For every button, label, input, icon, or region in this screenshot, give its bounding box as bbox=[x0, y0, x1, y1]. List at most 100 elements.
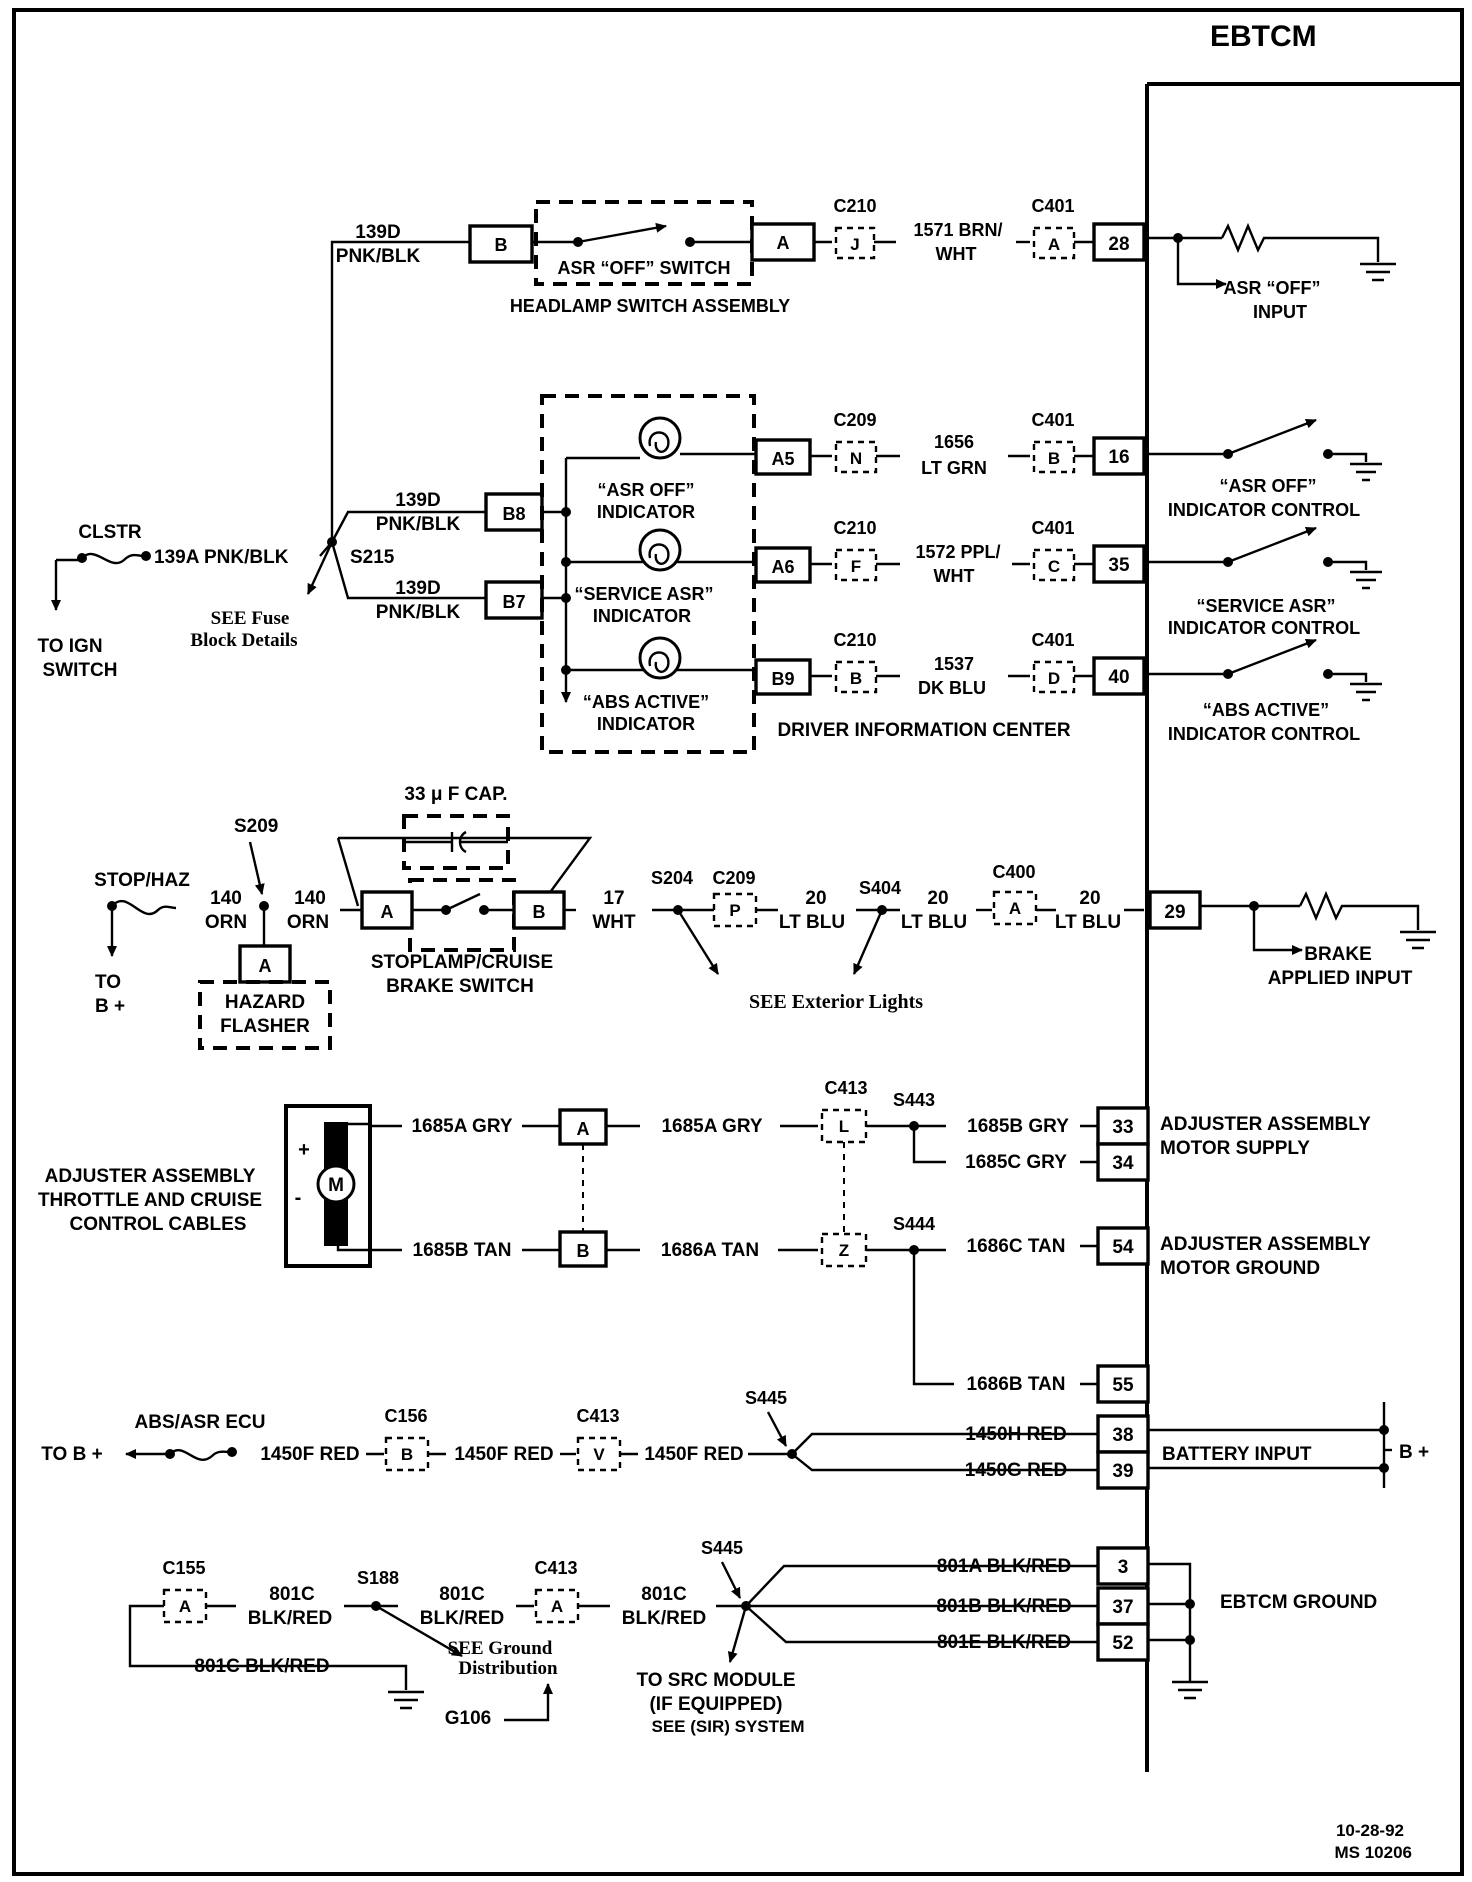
ind1-l2: INDICATOR bbox=[597, 502, 695, 522]
wire-1537-num: 1537 bbox=[934, 654, 974, 674]
ebtcm-module-outline bbox=[1145, 82, 1460, 1772]
c210-pin-b: B bbox=[850, 669, 862, 688]
s209-label: S209 bbox=[234, 816, 278, 837]
c210-label-2: C210 bbox=[833, 518, 876, 538]
connector-a6-label: A6 bbox=[771, 557, 794, 577]
wire-801e: 801E BLK/RED bbox=[937, 1632, 1071, 1653]
footer-date: 10-28-92 bbox=[1336, 1821, 1404, 1840]
connector-b7-label: B7 bbox=[502, 592, 525, 612]
c155-pin: A bbox=[179, 1597, 191, 1616]
clstr-section: CLSTR 139A PNK/BLK S215 SEE Fuse Block D… bbox=[37, 510, 486, 681]
c210-pin: J bbox=[850, 235, 859, 254]
clstr-label: CLSTR bbox=[78, 522, 142, 543]
abs-active-lamp-icon bbox=[638, 636, 682, 680]
c156-label: C156 bbox=[384, 1406, 427, 1426]
wire-139a-label: 139A PNK/BLK bbox=[154, 547, 289, 568]
w140b-num: 140 bbox=[294, 888, 326, 909]
c400-label: C400 bbox=[992, 862, 1035, 882]
motor-letter: M bbox=[328, 1175, 344, 1196]
w801c-2-num: 801C bbox=[439, 1584, 485, 1605]
w20a-color: LT BLU bbox=[779, 912, 845, 933]
s444-label: S444 bbox=[893, 1214, 935, 1234]
wire-1686b-tan: 1686B TAN bbox=[967, 1374, 1066, 1395]
pin-29 bbox=[1148, 890, 1202, 930]
ctl1-l2: INDICATOR CONTROL bbox=[1168, 500, 1360, 520]
wire-1572-color: WHT bbox=[934, 566, 975, 586]
connector-b7 bbox=[484, 580, 544, 620]
pin-55 bbox=[1096, 1364, 1150, 1404]
connector-a-label: A bbox=[777, 233, 790, 253]
service-asr-lamp-icon bbox=[638, 528, 682, 572]
g106-label: G106 bbox=[445, 1708, 491, 1729]
pin-28 bbox=[1092, 222, 1146, 262]
flasher-l1: HAZARD bbox=[225, 992, 305, 1013]
c210-pin-f: F bbox=[851, 557, 861, 576]
wire-1685a-gry-left: 1685A GRY bbox=[411, 1116, 512, 1137]
brake-conn-b-label: B bbox=[533, 902, 546, 922]
ground-section: C155 A 801C BLK/RED S188 801C BLK/RED C4… bbox=[128, 1538, 1377, 1736]
wire-1656-color: LT GRN bbox=[921, 458, 987, 478]
c401-label-2: C401 bbox=[1031, 410, 1074, 430]
c401-label-4: C401 bbox=[1031, 630, 1074, 650]
see-fuse-l1: SEE Fuse bbox=[211, 608, 290, 629]
connector-a bbox=[750, 222, 816, 262]
c413-label: C413 bbox=[824, 1078, 867, 1098]
pin-35 bbox=[1092, 544, 1146, 584]
connector-b8-label: B8 bbox=[502, 504, 525, 524]
c209-brake-label: C209 bbox=[712, 868, 755, 888]
ind2-l2: INDICATOR bbox=[593, 606, 691, 626]
asr-off-switch-label: ASR “OFF” SWITCH bbox=[558, 258, 731, 278]
pin-29-label: 29 bbox=[1164, 902, 1185, 923]
pin-34 bbox=[1096, 1142, 1150, 1182]
ind2-l1: “SERVICE ASR” bbox=[574, 584, 713, 604]
pin-3-label: 3 bbox=[1118, 1557, 1129, 1578]
s445-label-battery: S445 bbox=[745, 1388, 787, 1408]
wire-1450f-2: 1450F RED bbox=[454, 1444, 553, 1465]
battery-input-label: BATTERY INPUT bbox=[1162, 1444, 1312, 1465]
pin-52-label: 52 bbox=[1112, 1633, 1133, 1654]
adjuster-section: ADJUSTER ASSEMBLY THROTTLE AND CRUISE CO… bbox=[38, 1078, 1371, 1404]
w20b-num: 20 bbox=[927, 888, 948, 909]
brake-section: 33 μ F CAP. S209 STOP/HAZ TO B + 140 ORN… bbox=[94, 784, 1436, 1050]
wire-1686c-tan: 1686C TAN bbox=[967, 1236, 1066, 1257]
w140b-color: ORN bbox=[287, 912, 329, 933]
b8-wire-color: PNK/BLK bbox=[376, 514, 461, 535]
w20b-color: LT BLU bbox=[901, 912, 967, 933]
wire-801c-bottom: 801C BLK/RED bbox=[194, 1656, 329, 1677]
c401-pin: A bbox=[1048, 235, 1060, 254]
wire-1450h: 1450H RED bbox=[965, 1424, 1066, 1445]
asr-off-lamp-icon bbox=[638, 416, 682, 460]
ebtcm-ground-label: EBTCM GROUND bbox=[1220, 1592, 1377, 1613]
brake-input-l2: APPLIED INPUT bbox=[1268, 968, 1413, 989]
c401-label: C401 bbox=[1031, 196, 1074, 216]
wire-801b: 801B BLK/RED bbox=[936, 1596, 1071, 1617]
b7-wire-color: PNK/BLK bbox=[376, 602, 461, 623]
stoplamp-l1: STOPLAMP/CRUISE bbox=[371, 952, 553, 973]
wire-1656-num: 1656 bbox=[934, 432, 974, 452]
see-ground-l2: Distribution bbox=[458, 1658, 558, 1679]
w17-num: 17 bbox=[603, 888, 624, 909]
to-bplus-battery: TO B + bbox=[41, 1444, 102, 1465]
c210-label: C210 bbox=[833, 196, 876, 216]
w801c-1-num: 801C bbox=[269, 1584, 315, 1605]
stop-haz-label: STOP/HAZ bbox=[94, 870, 190, 891]
pin-39 bbox=[1096, 1450, 1150, 1490]
w140a-num: 140 bbox=[210, 888, 242, 909]
headlamp-assembly-label: HEADLAMP SWITCH ASSEMBLY bbox=[510, 296, 790, 316]
headlamp-switch-section: 139D PNK/BLK B ASR “OFF” SWITCH A HEADLA… bbox=[330, 196, 1396, 542]
w20c-num: 20 bbox=[1079, 888, 1100, 909]
pin-37-label: 37 bbox=[1112, 1597, 1133, 1618]
c413-battery-label: C413 bbox=[576, 1406, 619, 1426]
c209-pin-p: P bbox=[729, 901, 740, 920]
asr-off-input-l1: ASR “OFF” bbox=[1224, 278, 1321, 298]
ind1-l1: “ASR OFF” bbox=[598, 480, 695, 500]
splice-s215: S215 bbox=[350, 547, 395, 568]
c413-ground-pin: A bbox=[551, 1597, 563, 1616]
w801c-2-color: BLK/RED bbox=[420, 1608, 504, 1629]
footer-ref: MS 10206 bbox=[1335, 1843, 1413, 1862]
supply-l1: ADJUSTER ASSEMBLY bbox=[1160, 1114, 1371, 1135]
to-ign-l2: SWITCH bbox=[43, 660, 118, 681]
wire-1686a-tan: 1686A TAN bbox=[661, 1240, 759, 1261]
wire-1450g: 1450G RED bbox=[965, 1460, 1067, 1481]
c400-pin: A bbox=[1009, 899, 1021, 918]
